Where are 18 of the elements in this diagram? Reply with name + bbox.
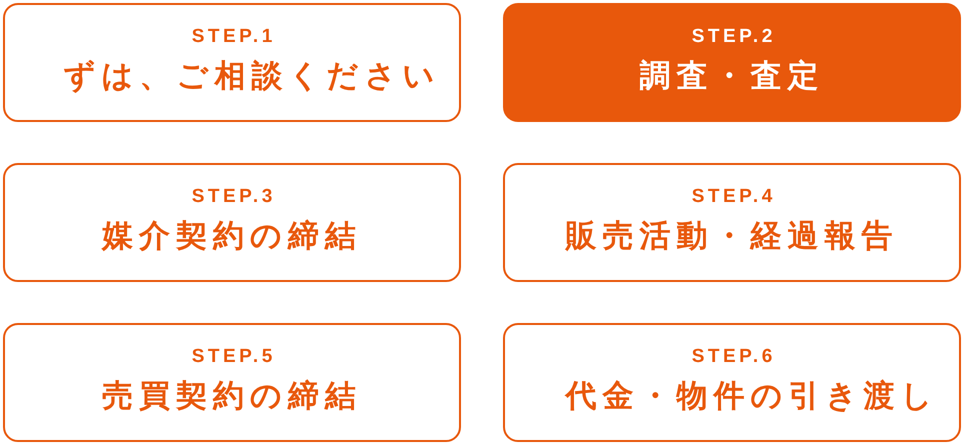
step-number: STEP.3 xyxy=(190,186,276,208)
highlighted-step-card xyxy=(503,3,961,122)
step-card xyxy=(503,323,961,442)
step-title: 販売活動・経過報告 xyxy=(566,216,898,254)
step-card xyxy=(3,3,461,122)
step-title: 売買契約の締結 xyxy=(102,376,362,414)
step-title: 調査・査定 xyxy=(640,56,824,94)
step-number: STEP.1 xyxy=(190,26,276,48)
step-number: STEP.2 xyxy=(690,26,776,48)
step-number: STEP.4 xyxy=(690,186,776,208)
step-card xyxy=(3,163,461,282)
step-card xyxy=(503,163,961,282)
step-title: ずは、ご相談ください xyxy=(64,56,440,94)
step-number: STEP.6 xyxy=(690,346,776,368)
step-title: 代金・物件の引き渡し xyxy=(566,376,938,414)
step-card xyxy=(3,323,461,442)
step-number: STEP.5 xyxy=(190,346,276,368)
step-title: 媒介契約の締結 xyxy=(102,216,362,254)
